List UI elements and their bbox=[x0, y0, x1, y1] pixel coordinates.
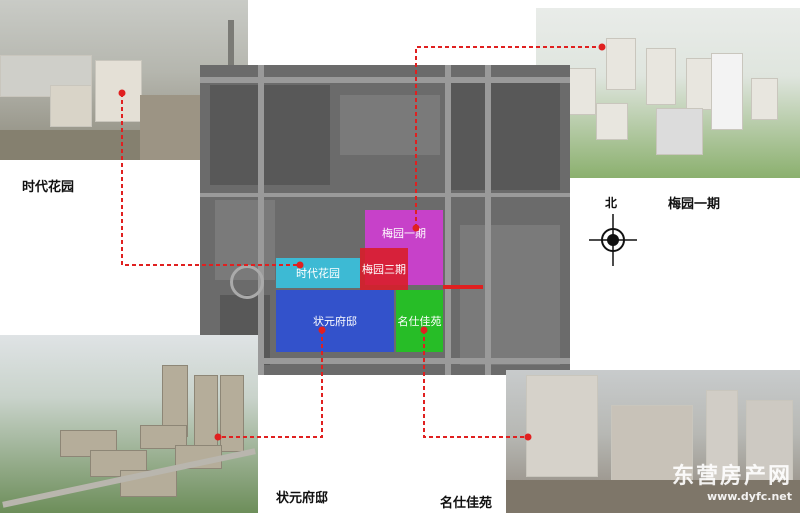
zone-shidai-huayuan[interactable]: 时代花园 bbox=[276, 258, 360, 288]
compass: 北 bbox=[586, 192, 640, 272]
zone-meiyuan-sanqi[interactable]: 梅园三期 bbox=[360, 248, 408, 290]
zone-shidai-huayuan-label: 时代花园 bbox=[296, 267, 340, 280]
compass-north-label: 北 bbox=[605, 196, 618, 210]
compass-rose-icon bbox=[589, 214, 637, 266]
zone-mingshi-jiayuan[interactable]: 名仕佳苑 bbox=[396, 290, 443, 352]
watermark-brand: 东营房产网 bbox=[671, 464, 792, 489]
zone-zhuangyuan-fudi[interactable]: 状元府邸 bbox=[276, 290, 394, 352]
zone-mingshi-jiayuan-label: 名仕佳苑 bbox=[397, 315, 442, 328]
zone-meiyuan-yiqi-label: 梅园一期 bbox=[382, 226, 426, 240]
photo-zhuangyuan-fudi bbox=[0, 335, 258, 513]
label-shidai-huayuan: 时代花园 bbox=[22, 180, 75, 195]
watermark: 东营房产网 www.dyfc.net bbox=[672, 458, 792, 503]
photo-meiyuan-yiqi bbox=[536, 8, 800, 178]
zone-meiyuan-sanqi-label: 梅园三期 bbox=[362, 263, 406, 276]
label-mingshi-jiayuan: 名仕佳苑 bbox=[440, 496, 493, 511]
photo-mingshi-jiayuan bbox=[506, 370, 800, 513]
zone-zhuangyuan-fudi-label: 状元府邸 bbox=[313, 315, 357, 328]
label-meiyuan-yiqi: 梅园一期 bbox=[668, 197, 721, 212]
watermark-url: www.dyfc.net bbox=[706, 490, 792, 503]
label-zhuangyuan-fudi: 状元府邸 bbox=[276, 491, 329, 506]
aerial-map[interactable]: 梅园一期 时代花园 梅园三期 状元府邸 名仕佳苑 bbox=[200, 65, 570, 375]
